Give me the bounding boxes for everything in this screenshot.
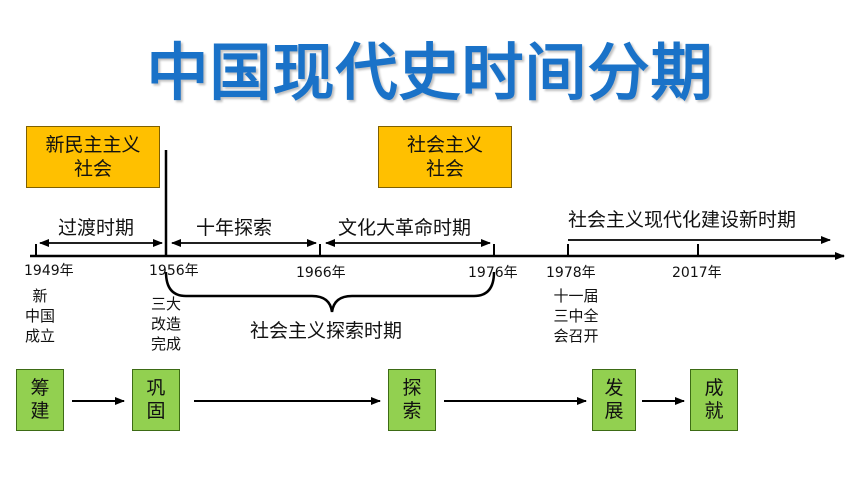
exploration-period-label: 社会主义探索时期 <box>250 320 403 342</box>
year-label-1949: 1949年 <box>24 263 74 279</box>
event-text-line: 会召开 <box>553 327 599 345</box>
event-text-line: 三大 <box>150 295 181 313</box>
stage-box-char: 展 <box>604 400 624 422</box>
year-label-1976: 1976年 <box>468 265 518 281</box>
event-text-line: 新 <box>32 287 48 305</box>
event-third-plenum: 十一届 三中全 会召开 <box>544 286 608 346</box>
period-label-cultural-revolution: 文化大革命时期 <box>338 217 472 239</box>
year-label-1978: 1978年 <box>546 265 596 281</box>
stage-box-char: 成 <box>704 377 724 399</box>
new-democratic-society-box: 新民主主义 社会 <box>26 126 160 188</box>
stage-box-consolidation: 巩 固 <box>132 369 180 431</box>
stage-box-exploration: 探 索 <box>388 369 436 431</box>
stage-box-char: 索 <box>402 400 422 422</box>
stage-box-achievement: 成 就 <box>690 369 738 431</box>
year-label-1966: 1966年 <box>296 265 346 281</box>
exploration-period-brace <box>164 271 496 313</box>
socialist-society-box: 社会主义 社会 <box>378 126 512 188</box>
society-box-label-line2: 社会 <box>425 158 464 180</box>
stage-box-char: 发 <box>604 377 624 399</box>
page-title: 中国现代史时间分期 <box>146 36 714 109</box>
stage-box-char: 巩 <box>146 377 166 399</box>
period-label-ten-year-exploration: 十年探索 <box>196 217 273 239</box>
event-text-line: 改造 <box>150 315 181 333</box>
society-box-label-line1: 新民主主义 <box>45 134 141 156</box>
year-label-2017: 2017年 <box>672 265 722 281</box>
event-founding-of-prc: 新 中国 成立 <box>20 286 60 346</box>
stage-box-char: 就 <box>704 400 724 422</box>
stage-box-development: 发 展 <box>592 369 636 431</box>
stage-box-char: 探 <box>402 377 422 399</box>
stage-box-founding: 筹 建 <box>16 369 64 431</box>
event-text-line: 完成 <box>150 335 181 353</box>
period-label-new-era: 社会主义现代化建设新时期 <box>568 209 797 231</box>
event-text-line: 成立 <box>24 327 55 345</box>
society-box-label-line1: 社会主义 <box>406 134 483 156</box>
society-box-label-line2: 社会 <box>73 158 112 180</box>
stage-box-char: 建 <box>30 400 50 422</box>
year-label-1956: 1956年 <box>149 263 199 279</box>
event-text-line: 十一届 <box>553 287 599 305</box>
event-text-line: 三中全 <box>553 307 599 325</box>
event-three-transformations: 三大 改造 完成 <box>146 294 186 354</box>
period-label-transition: 过渡时期 <box>58 217 135 239</box>
stage-box-char: 固 <box>146 400 166 422</box>
event-text-line: 中国 <box>24 307 55 325</box>
stage-box-char: 筹 <box>30 377 50 399</box>
